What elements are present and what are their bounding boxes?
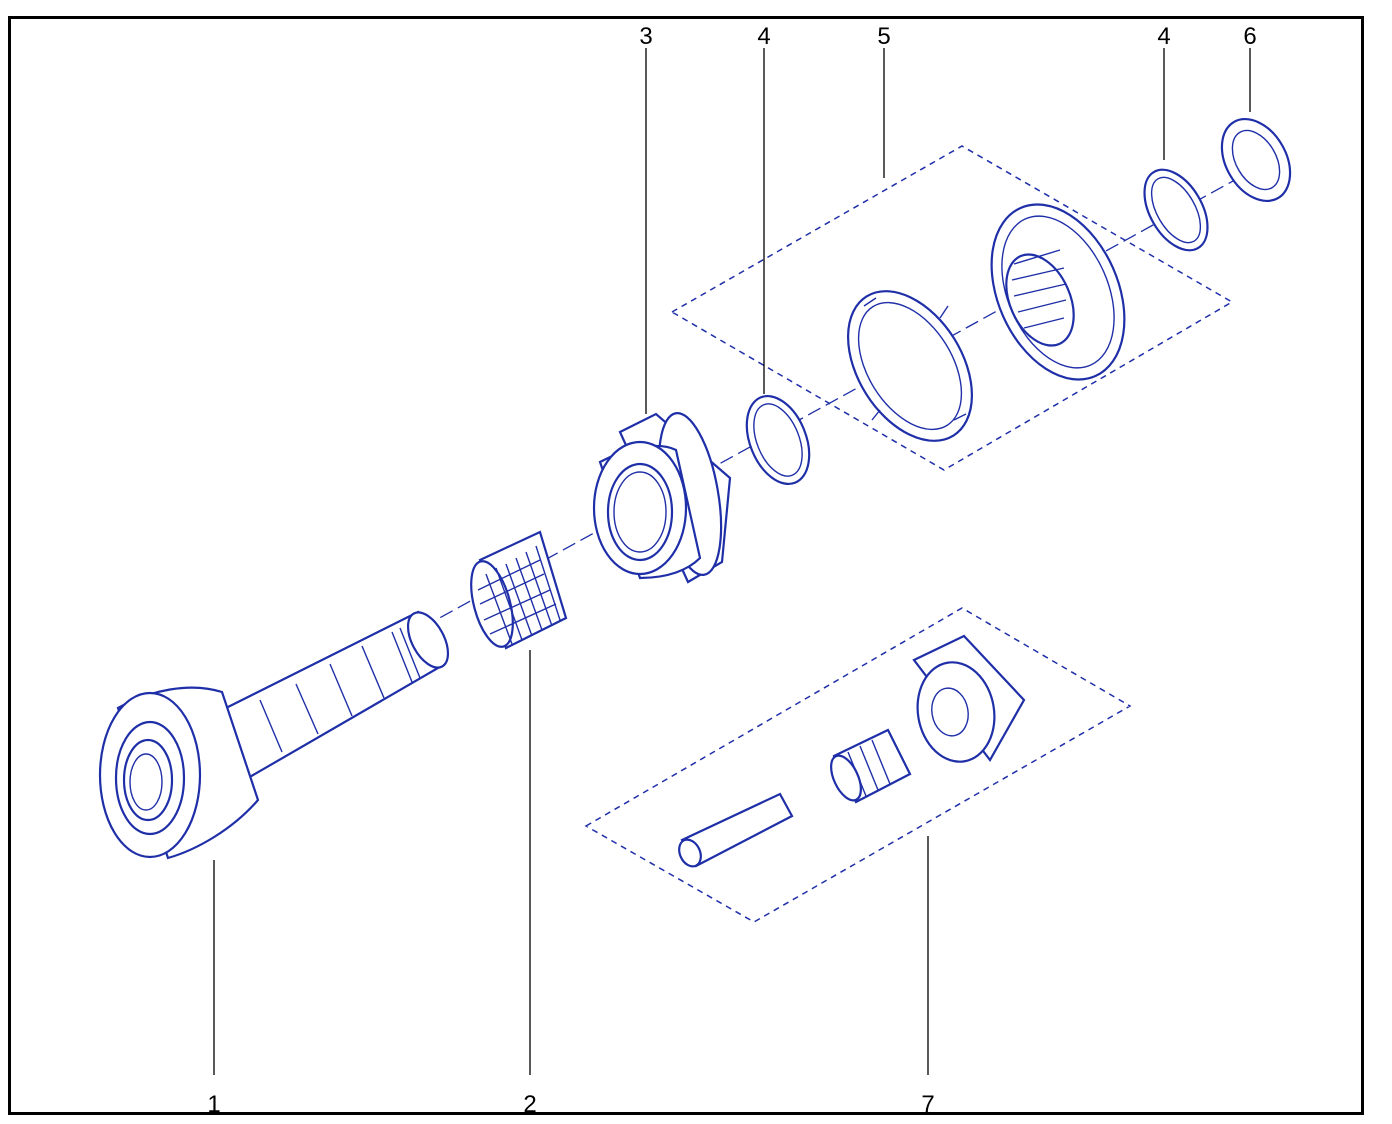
part-2-needle-bearing xyxy=(470,530,568,650)
part-4-snap-ring-right xyxy=(1143,168,1209,252)
callout-6: 6 xyxy=(1243,23,1256,50)
part-4-snap-ring-left xyxy=(745,394,811,486)
group-box-7 xyxy=(584,607,1132,923)
callout-1: 1 xyxy=(207,1091,220,1118)
part-5-synchro-hub xyxy=(990,203,1126,381)
part-7-idler-set xyxy=(678,634,1026,868)
group-box-5 xyxy=(670,145,1234,471)
callout-5: 5 xyxy=(877,23,890,50)
callout-3: 3 xyxy=(639,23,652,50)
part-5-synchro-ring xyxy=(846,290,974,442)
part-3-gear xyxy=(592,411,732,584)
part-6-thrust-washer xyxy=(1220,117,1292,203)
callout-7: 7 xyxy=(921,1091,934,1118)
callout-4b: 4 xyxy=(1157,23,1170,50)
callout-4a: 4 xyxy=(757,23,770,50)
part-1-shaft xyxy=(98,610,450,860)
callout-2: 2 xyxy=(523,1091,536,1118)
